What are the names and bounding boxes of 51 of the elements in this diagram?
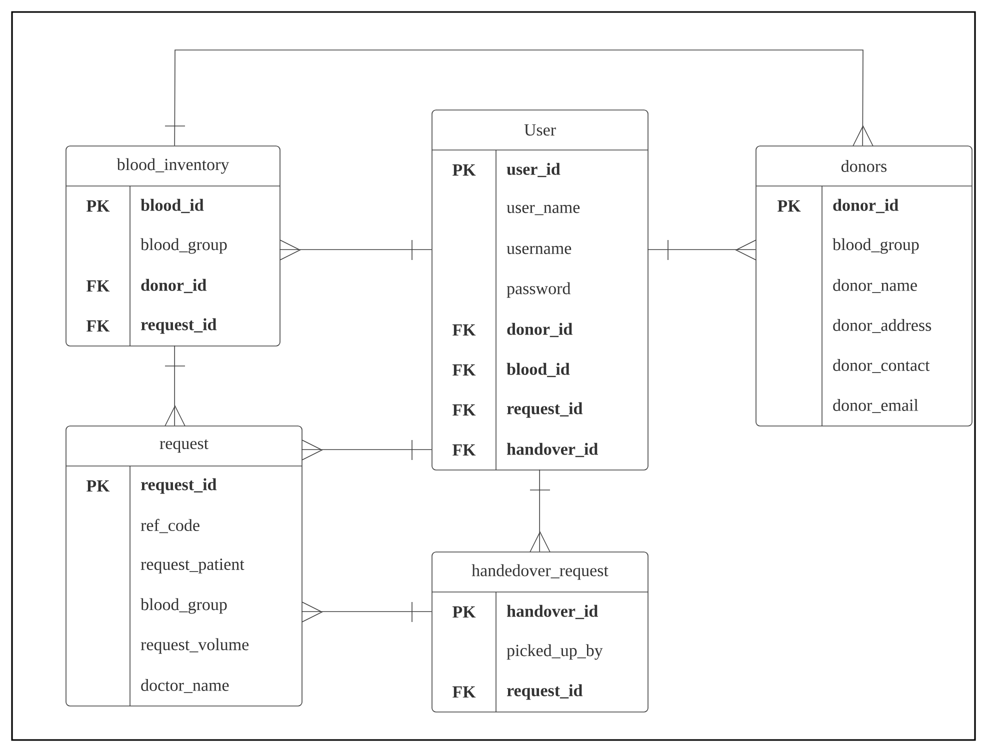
table-title: request [160, 439, 208, 453]
key-label: PK [452, 606, 476, 618]
key-label: FK [86, 280, 110, 292]
field-name: donor_name [833, 279, 917, 293]
field-name: donor_id [141, 278, 206, 294]
field-name: password [506, 282, 571, 298]
key-label: PK [452, 164, 476, 176]
key-label: FK [452, 444, 476, 456]
field-name: handover_id [506, 604, 598, 620]
field-name: request_id [507, 402, 583, 418]
field-name: donor_id [507, 322, 572, 338]
field-name: user_name [506, 204, 580, 216]
field-name: request_volume [140, 638, 249, 654]
field-name: request_id [141, 478, 217, 494]
relationship-line [164, 50, 874, 146]
field-name: donor_id [833, 198, 898, 214]
relationship-line [279, 240, 432, 260]
field-name: handover_id [506, 442, 598, 458]
field-name: blood_id [140, 198, 204, 214]
field-name: blood_group [140, 238, 227, 254]
field-name: donor_address [833, 319, 932, 333]
field-name: doctor_name [141, 679, 229, 693]
key-label: FK [452, 686, 476, 698]
field-name: blood_id [506, 362, 570, 378]
relationship-line [530, 469, 550, 552]
relationship-line [301, 602, 432, 622]
field-name: blood_group [140, 598, 227, 614]
key-label: FK [86, 320, 110, 332]
field-name: picked_up_by [506, 644, 603, 660]
key-label: FK [452, 404, 476, 416]
key-label: PK [86, 480, 110, 492]
table-title: blood_inventory [116, 158, 230, 174]
field-name: request_patient [140, 558, 244, 574]
field-name: blood_group [832, 238, 919, 254]
relationship-line [647, 240, 756, 260]
field-name: ref_code [140, 518, 200, 534]
table-title: User [524, 124, 556, 136]
key-label: FK [452, 364, 476, 376]
table-title: handedover_request [472, 564, 608, 580]
field-name: user_id [506, 162, 560, 178]
field-name: request_id [141, 318, 217, 334]
relationship-line [301, 440, 432, 460]
relationship-line [164, 345, 186, 426]
key-label: PK [86, 200, 110, 212]
field-name: request_id [507, 684, 583, 700]
field-name: donor_contact [833, 359, 930, 373]
key-label: PK [778, 200, 801, 212]
table-title: donors [841, 160, 887, 172]
key-label: FK [452, 324, 476, 336]
field-name: donor_email [833, 399, 918, 413]
field-name: username [506, 246, 572, 254]
